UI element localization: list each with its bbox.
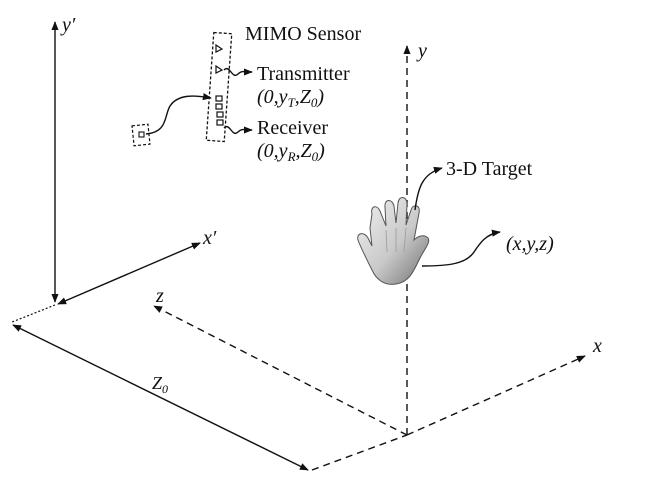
receiver-label: Receiver xyxy=(257,117,328,139)
x-prime-label: x′ xyxy=(202,227,217,249)
tx-antenna-icon xyxy=(215,64,224,74)
tx-antenna-icon xyxy=(215,43,224,53)
z-label: z xyxy=(155,285,164,307)
module-link-arrow xyxy=(145,93,212,135)
z0-to-origin-dash xyxy=(311,434,408,471)
receiver-coord: (0,yR,Z0) xyxy=(257,140,325,164)
mimo-sensor-label: MIMO Sensor xyxy=(245,23,361,45)
y-prime-label: y′ xyxy=(60,14,76,36)
primed-axes xyxy=(11,21,201,323)
x-label: x xyxy=(592,335,602,357)
target-label-arrow xyxy=(414,166,443,211)
origin-connector xyxy=(11,304,56,323)
x-axis xyxy=(406,355,586,436)
z0-label: Z0 xyxy=(152,373,168,396)
rx-antenna-icon xyxy=(215,103,223,110)
z0-dimension: Z0 xyxy=(12,324,309,471)
transmitter-label: Transmitter xyxy=(257,63,350,85)
z0-arrow xyxy=(12,324,309,471)
z-axis xyxy=(153,305,408,436)
target-coord-label: (x,y,z) xyxy=(506,233,554,255)
receiver-arrow xyxy=(223,125,253,135)
transmitter-coord: (0,yT,Z0) xyxy=(257,86,324,110)
rx-antenna-icon xyxy=(216,111,224,118)
transmitter-arrow xyxy=(223,67,253,77)
y-label: y xyxy=(416,40,427,62)
coord-arrow xyxy=(421,229,501,267)
rx-antenna-icon xyxy=(216,119,224,126)
small-module-icon xyxy=(131,93,212,147)
hand-icon xyxy=(357,197,430,285)
target-label: 3-D Target xyxy=(446,158,533,180)
mimo-sensor-board-icon xyxy=(205,31,233,143)
x-prime-axis xyxy=(57,242,201,305)
rx-antenna-icon xyxy=(215,95,223,102)
